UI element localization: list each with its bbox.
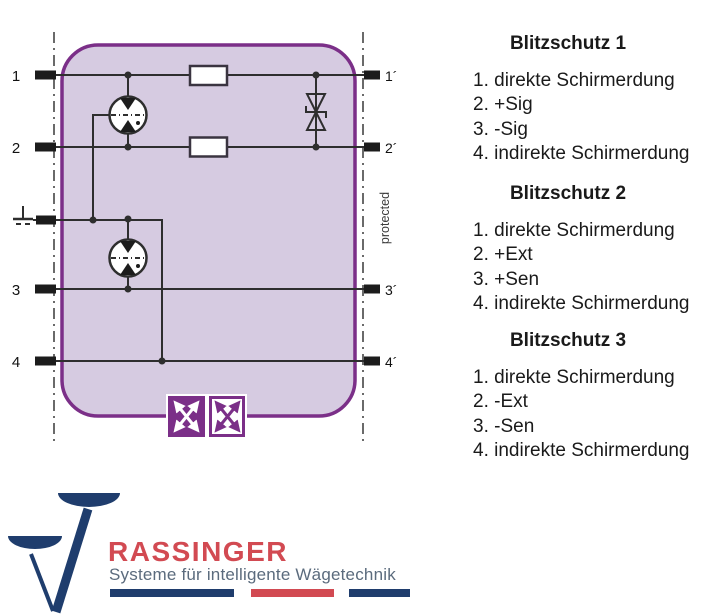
gas-discharge-tube-2 bbox=[108, 238, 148, 278]
legend-block-2: Blitzschutz 2 1. direkte Schirmerdung 2.… bbox=[442, 184, 694, 316]
legend-item: 2. +Sig bbox=[473, 94, 533, 116]
terminal-blocks bbox=[35, 70, 380, 366]
arrows-cross-solid-icon bbox=[168, 396, 205, 437]
legend-item: 3. -Sen bbox=[473, 415, 535, 437]
scales-checkmark-logo-icon bbox=[8, 493, 120, 614]
legend-block-3: Blitzschutz 3 1. direkte Schirmerdung 2.… bbox=[442, 331, 694, 463]
logo-stroke-thin bbox=[29, 553, 55, 612]
ground-wire bbox=[33, 219, 163, 361]
brand-bar-navy-left bbox=[110, 589, 234, 597]
legend-item: 4. indirekte Schirmerdung bbox=[473, 292, 690, 314]
gas-discharge-tube-1 bbox=[108, 95, 148, 135]
tvs-diode bbox=[305, 93, 327, 131]
logo-pan-small bbox=[8, 536, 62, 549]
brand-tagline: Systeme für intelligente Wägetechnik bbox=[109, 565, 396, 584]
logo-pan-large bbox=[58, 493, 120, 507]
legend-item: 3. -Sig bbox=[473, 118, 528, 140]
right-terminal-labels: 1´ 2´ 3´ 4´ bbox=[385, 68, 397, 370]
resistor-2 bbox=[188, 136, 229, 158]
circuit-diagram: 1 2 3 4 1´ 2´ 3´ 4´ protected bbox=[12, 32, 397, 444]
legend-block-1: Blitzschutz 1 1. direkte Schirmerdung 2.… bbox=[442, 34, 694, 166]
legend-item: 3. +Sen bbox=[473, 268, 540, 290]
legend-title: Blitzschutz 2 bbox=[509, 183, 627, 204]
legend-title: Blitzschutz 3 bbox=[509, 330, 627, 351]
earth-ground-icon bbox=[13, 206, 33, 225]
terminal-label-1: 1 bbox=[12, 68, 20, 85]
legend-item: 2. -Ext bbox=[473, 391, 528, 413]
legend-item: 2. +Ext bbox=[473, 244, 533, 266]
terminal-label-2: 2 bbox=[12, 140, 20, 157]
legend-item: 4. indirekte Schirmerdung bbox=[473, 439, 690, 461]
brand-bar-red bbox=[251, 589, 334, 597]
logo-stroke-thick bbox=[51, 507, 93, 614]
legend-title: Blitzschutz 1 bbox=[509, 33, 627, 54]
arrows-cross-outline-icon bbox=[209, 396, 245, 437]
terminal-label-1p: 1´ bbox=[385, 68, 397, 84]
protected-side-label: protected bbox=[378, 192, 392, 244]
brand-name: RASSINGER bbox=[108, 536, 288, 567]
left-terminal-labels: 1 2 3 4 bbox=[12, 68, 20, 371]
terminal-label-4: 4 bbox=[12, 354, 20, 371]
gdt1-tap-wire bbox=[92, 114, 110, 220]
terminal-label-2p: 2´ bbox=[385, 140, 397, 156]
resistor-1 bbox=[188, 64, 229, 87]
legend-item: 1. direkte Schirmerdung bbox=[473, 70, 675, 91]
legend-item: 1. direkte Schirmerdung bbox=[473, 220, 675, 241]
terminal-label-3p: 3´ bbox=[385, 282, 397, 298]
terminal-label-4p: 4´ bbox=[385, 354, 397, 370]
legend-item: 4. indirekte Schirmerdung bbox=[473, 142, 690, 164]
brand-bar-navy-right bbox=[349, 589, 410, 597]
legend-item: 1. direkte Schirmerdung bbox=[473, 367, 675, 388]
junction-dots bbox=[89, 71, 320, 365]
terminal-label-3: 3 bbox=[12, 282, 20, 299]
